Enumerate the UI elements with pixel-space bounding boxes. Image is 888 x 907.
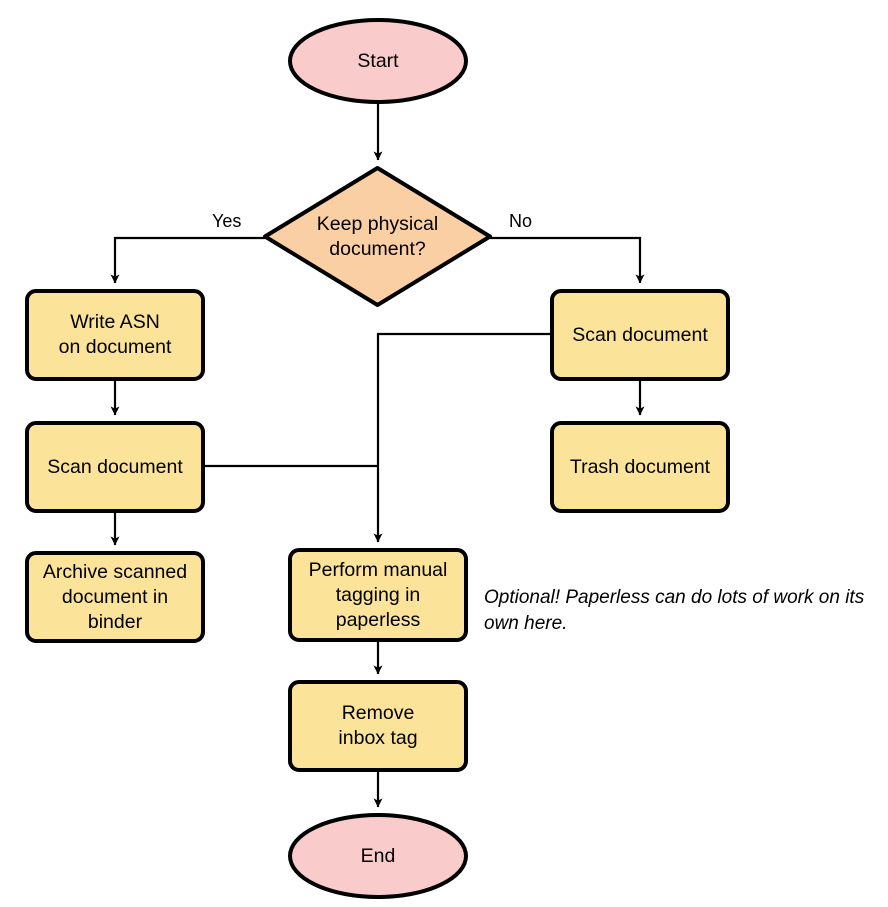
node-end[interactable] xyxy=(288,813,468,899)
node-keep-physical-document[interactable] xyxy=(263,166,492,307)
edge-label-yes: Yes xyxy=(212,211,242,231)
node-manual-tagging[interactable] xyxy=(288,548,468,642)
edge-scan-right-to-tagging xyxy=(373,332,552,543)
node-start[interactable] xyxy=(288,18,468,104)
edge-label-no: No xyxy=(509,211,533,231)
node-trash-document[interactable] xyxy=(550,421,730,513)
annotation-optional-note: Optional! Paperless can do lots of work … xyxy=(484,587,865,634)
node-write-asn[interactable] xyxy=(25,289,205,381)
edge-no-to-scan-right xyxy=(490,236,645,284)
edge-layer xyxy=(110,102,645,808)
node-layer xyxy=(25,18,730,899)
node-scan-document-left[interactable] xyxy=(25,421,205,513)
node-scan-document-right[interactable] xyxy=(550,289,730,381)
node-archive-in-binder[interactable] xyxy=(25,551,205,643)
edge-yes-to-write-asn xyxy=(110,236,265,284)
node-remove-inbox-tag[interactable] xyxy=(288,680,468,772)
